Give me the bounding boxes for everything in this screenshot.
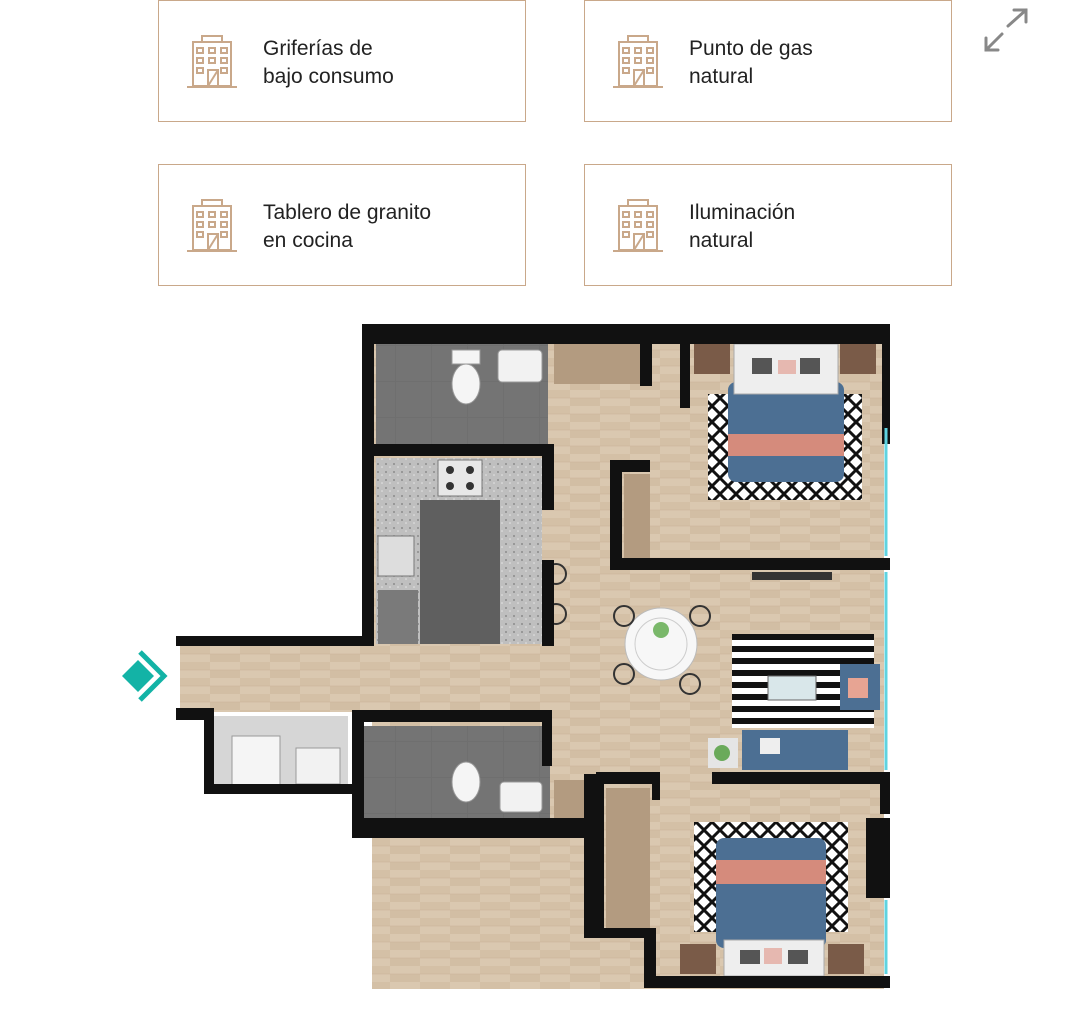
feature-label-line2: bajo consumo bbox=[263, 65, 394, 88]
feature-card-natural-gas: Punto de gas natural bbox=[584, 0, 952, 122]
floor-plan bbox=[122, 324, 890, 989]
feature-label-line1: Tablero de granito bbox=[263, 201, 432, 224]
feature-card-natural-lighting: Iluminación natural bbox=[584, 164, 952, 286]
feature-label-line1: Punto de gas bbox=[689, 37, 813, 60]
feature-label: Iluminación natural bbox=[689, 199, 939, 255]
feature-card-granite-countertop: Tablero de granito en cocina bbox=[158, 164, 526, 286]
feature-label-line2: en cocina bbox=[263, 229, 353, 252]
building-icon bbox=[613, 199, 663, 252]
feature-label: Griferías de bajo consumo bbox=[263, 35, 513, 91]
feature-label-line1: Iluminación bbox=[689, 201, 796, 224]
expand-arrows-icon[interactable] bbox=[978, 4, 1034, 56]
building-icon bbox=[187, 35, 237, 88]
feature-label-line2: natural bbox=[689, 229, 754, 252]
feature-label-line2: natural bbox=[689, 65, 754, 88]
feature-label: Tablero de granito en cocina bbox=[263, 199, 513, 255]
building-icon bbox=[613, 35, 663, 88]
entrance-arrow-icon bbox=[122, 650, 168, 702]
feature-label: Punto de gas natural bbox=[689, 35, 939, 91]
feature-label-line1: Griferías de bbox=[263, 37, 373, 60]
feature-card-low-flow-faucets: Griferías de bajo consumo bbox=[158, 0, 526, 122]
building-icon bbox=[187, 199, 237, 252]
